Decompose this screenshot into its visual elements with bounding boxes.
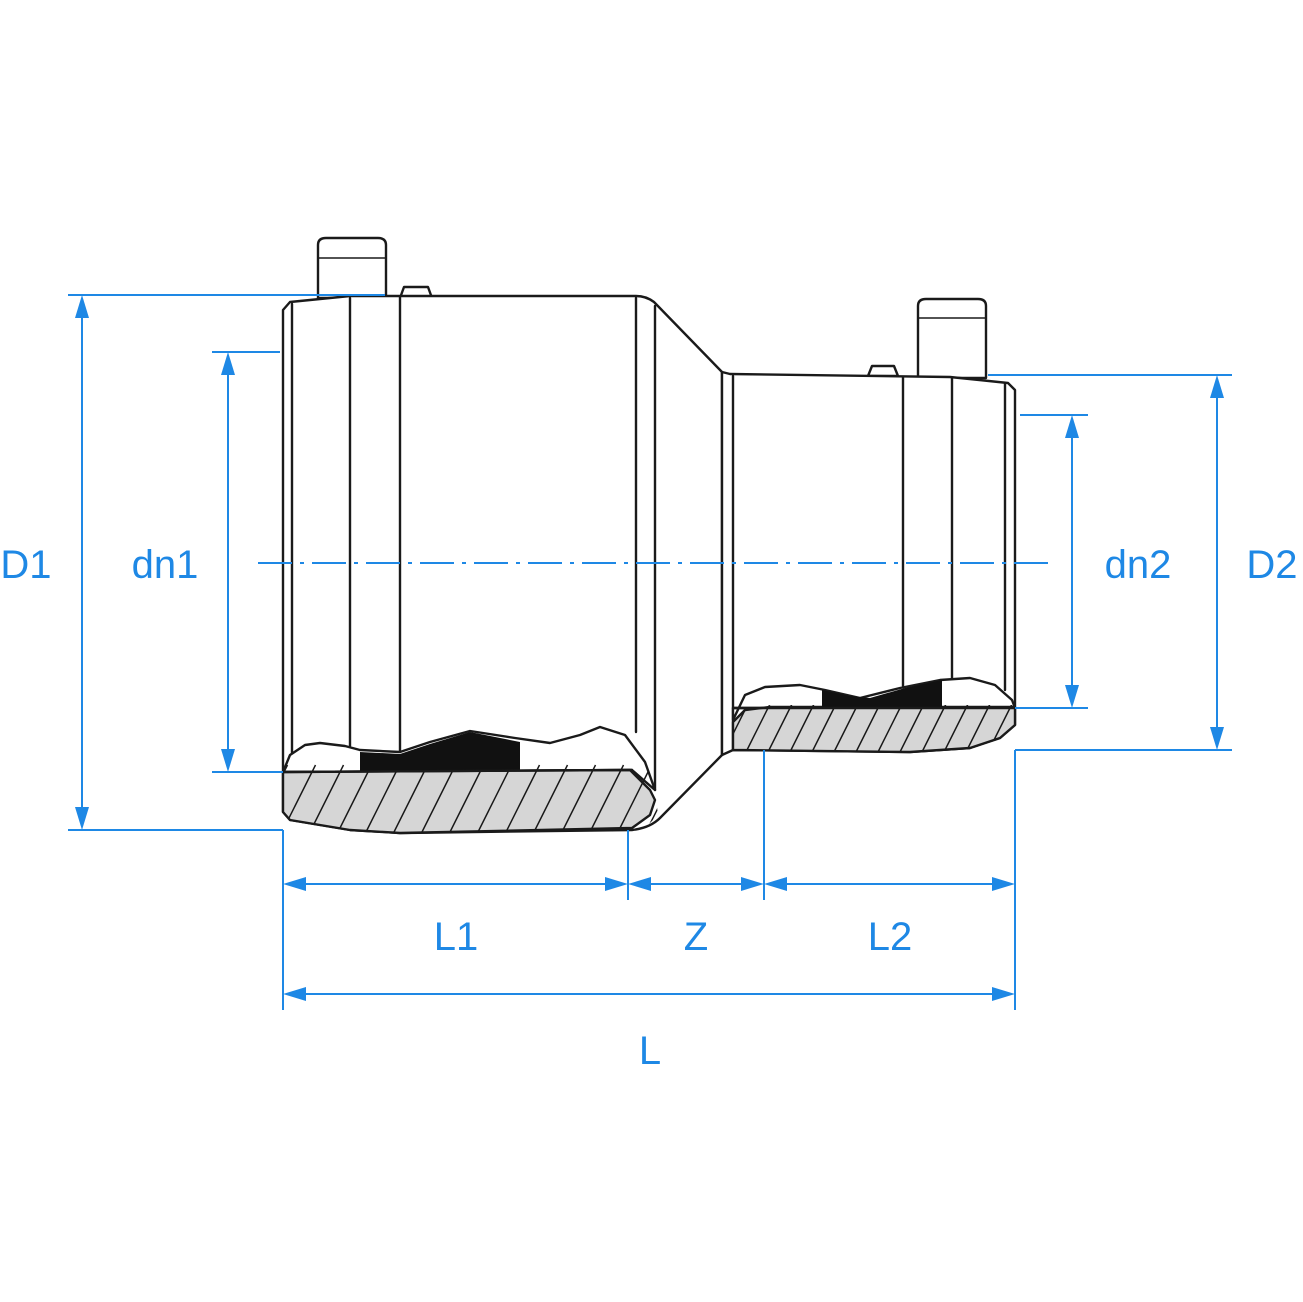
section-hatch-line (733, 705, 750, 752)
label-l1: L1 (434, 915, 479, 959)
section-hatch-line (501, 764, 541, 833)
large-socket-cutaway (281, 725, 658, 835)
section-hatch-line (389, 764, 429, 833)
section-hatch-line (831, 705, 860, 752)
section-hatch-line (529, 764, 569, 833)
large-socket (281, 236, 724, 835)
large-socket-body (281, 294, 724, 835)
section-hatch-line (585, 764, 625, 833)
dimension-d1 (68, 294, 385, 1010)
dimension-d2 (988, 374, 1232, 1010)
heating-wire-large (360, 732, 520, 772)
section-hatch-line (809, 705, 838, 752)
section-hatch-line (417, 764, 457, 833)
section-hatch-line (875, 705, 904, 752)
section-hatch-line (1030, 702, 1057, 756)
dimension-z (628, 750, 765, 900)
section-hatch-line (919, 705, 948, 752)
small-socket-wall-section (731, 705, 1017, 754)
dimension-l2 (764, 877, 1015, 891)
terminal-pin-left (316, 236, 388, 300)
label-d2: D2 (1246, 543, 1297, 587)
label-l2: L2 (868, 915, 913, 959)
heating-wire-small (822, 680, 942, 707)
label-l: L (639, 1029, 661, 1073)
dimension-dn2 (1015, 414, 1088, 709)
small-socket-cutaway (731, 676, 1057, 756)
section-hatch-line (333, 764, 373, 833)
dimension-l (283, 987, 1015, 1001)
section-hatch-line (941, 705, 970, 752)
fusion-indicator-right (866, 364, 900, 378)
section-hatch-line (743, 705, 772, 752)
terminal-pin-right (916, 297, 988, 380)
label-dn2: dn2 (1105, 543, 1172, 587)
section-hatch-line (963, 705, 992, 752)
section-hatch-line (445, 764, 485, 833)
dimension-dn1 (212, 351, 283, 773)
label-d1: D1 (0, 543, 51, 587)
large-socket-wall-section (281, 768, 657, 835)
section-hatch-line (557, 764, 597, 833)
section-hatch-line (473, 764, 513, 833)
section-hatch-line (897, 705, 926, 752)
section-hatch-line (787, 705, 816, 752)
label-dn1: dn1 (132, 543, 199, 587)
section-hatch-line (613, 764, 653, 833)
section-hatch-line (361, 764, 401, 833)
section-hatch-line (765, 705, 794, 752)
section-hatch-line (853, 705, 882, 752)
dimension-l1 (283, 830, 629, 900)
label-z: Z (684, 915, 708, 959)
